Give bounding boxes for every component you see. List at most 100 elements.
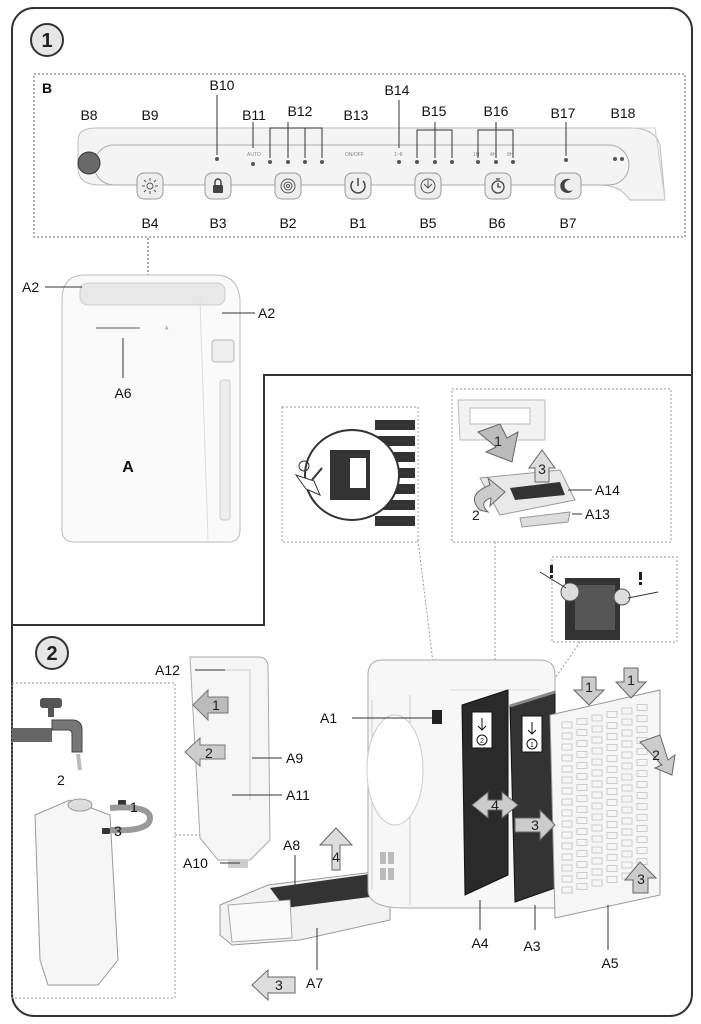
grille-slot (591, 769, 603, 777)
grille-slot (561, 776, 573, 784)
grille-slot (561, 875, 573, 883)
cover-step-2: 2 (652, 747, 660, 763)
grille-slot (606, 788, 618, 795)
grille-slot (621, 784, 633, 792)
label-a13: A13 (585, 506, 610, 522)
grille-slot (621, 729, 633, 737)
fan-icon (280, 178, 296, 194)
grille-slot (621, 817, 633, 825)
tray-arrows: 4 3 (251, 827, 354, 1002)
humidifier-tray (219, 869, 391, 946)
timer-1h-text: 1H (473, 152, 480, 158)
grille-slot (591, 802, 603, 810)
tap-icon (12, 698, 83, 771)
section-2-badge: 2 (35, 636, 69, 670)
cover-step-1a: 1 (585, 679, 593, 695)
section-1-badge: 1 (30, 23, 64, 57)
exclamation-icon (550, 565, 642, 585)
grille-slot (591, 846, 603, 854)
tank-arrows: 1 2 (184, 688, 229, 768)
filter-a3-order: 1 (530, 742, 534, 749)
grille-slot (606, 777, 618, 784)
grille-slot (606, 711, 618, 718)
brush-icon (294, 460, 323, 496)
grille-slot (636, 814, 648, 821)
grille-slot (606, 733, 618, 740)
label-a7: A7 (306, 975, 323, 991)
power-icon (350, 178, 366, 194)
grille-slot (576, 740, 588, 747)
grille-slot (621, 806, 633, 814)
outer-frame (11, 7, 693, 1017)
inset-step-1: 1 (494, 433, 502, 449)
grille-slot (606, 843, 618, 850)
inset-step-3: 3 (538, 461, 546, 477)
tank-fill: 1 3 (34, 798, 154, 986)
grille-slot (591, 758, 603, 766)
air-quality-indicator (77, 151, 101, 175)
grille-slot (591, 824, 603, 832)
grille-slot (591, 879, 603, 887)
grille-slot (591, 736, 603, 744)
grille-slot (636, 792, 648, 799)
panel-bottom-labels: B4 B3 B2 B1 B5 B6 B7 (141, 215, 576, 231)
timer-4h-text: 4H (490, 152, 497, 158)
filter-a3: 1 (509, 690, 556, 903)
grille-slot (621, 762, 633, 770)
grille-slot (576, 773, 588, 780)
grille-slot (591, 780, 603, 788)
grille-slot (591, 857, 603, 865)
light-button[interactable] (136, 172, 164, 200)
label-a8: A8 (283, 837, 300, 853)
inset-tabs-detail (539, 565, 659, 640)
label-b7: B7 (559, 215, 576, 231)
label-a5: A5 (601, 955, 618, 971)
grille-slot (606, 744, 618, 751)
label-b9: B9 (141, 107, 158, 123)
unit-brand-placeholder: A (165, 326, 169, 332)
grille-slot (621, 773, 633, 781)
section-2-number: 2 (46, 643, 57, 665)
label-b10: B10 (210, 77, 235, 93)
grille-slot (576, 806, 588, 813)
label-b3: B3 (209, 215, 226, 231)
sleep-button[interactable] (554, 172, 582, 200)
section-1-number: 1 (41, 30, 52, 52)
label-a4: A4 (471, 935, 488, 951)
grille-slot (636, 847, 648, 854)
filter-leaders (479, 900, 609, 950)
grille-slot (621, 795, 633, 803)
label-b16: B16 (484, 103, 509, 119)
grille-slot (621, 740, 633, 748)
grille-slot (621, 850, 633, 858)
label-b5: B5 (419, 215, 436, 231)
tray-step-3: 3 (275, 977, 283, 993)
grille-slot (561, 864, 573, 872)
grille-slot (591, 868, 603, 876)
grille-slot (576, 784, 588, 791)
fan-speed-button[interactable] (274, 172, 302, 200)
humidity-icon (420, 178, 436, 194)
onoff-text: ON/OFF (345, 152, 364, 158)
grille-slot (606, 854, 618, 861)
grille-slot (576, 762, 588, 769)
panel-label: B (42, 80, 52, 96)
grille-slot (621, 707, 633, 715)
grille-slot (606, 810, 618, 817)
label-a1: A1 (320, 710, 337, 726)
inset-a13-arrows: 1 2 3 (472, 423, 556, 523)
label-a3: A3 (523, 938, 540, 954)
lock-icon (213, 178, 223, 193)
grille-slot (621, 828, 633, 836)
grille-slot (561, 842, 573, 850)
grille-slot (636, 759, 648, 766)
grille-slot (576, 817, 588, 824)
grille-slot (561, 831, 573, 839)
label-b8: B8 (80, 107, 97, 123)
level-text: 1~8 (394, 152, 403, 158)
grille-slot (576, 883, 588, 890)
grille-slot (576, 850, 588, 857)
cap-step-1: 1 (130, 799, 138, 815)
purifier-unit: A (61, 274, 241, 543)
inset-a1-detail (294, 420, 415, 526)
